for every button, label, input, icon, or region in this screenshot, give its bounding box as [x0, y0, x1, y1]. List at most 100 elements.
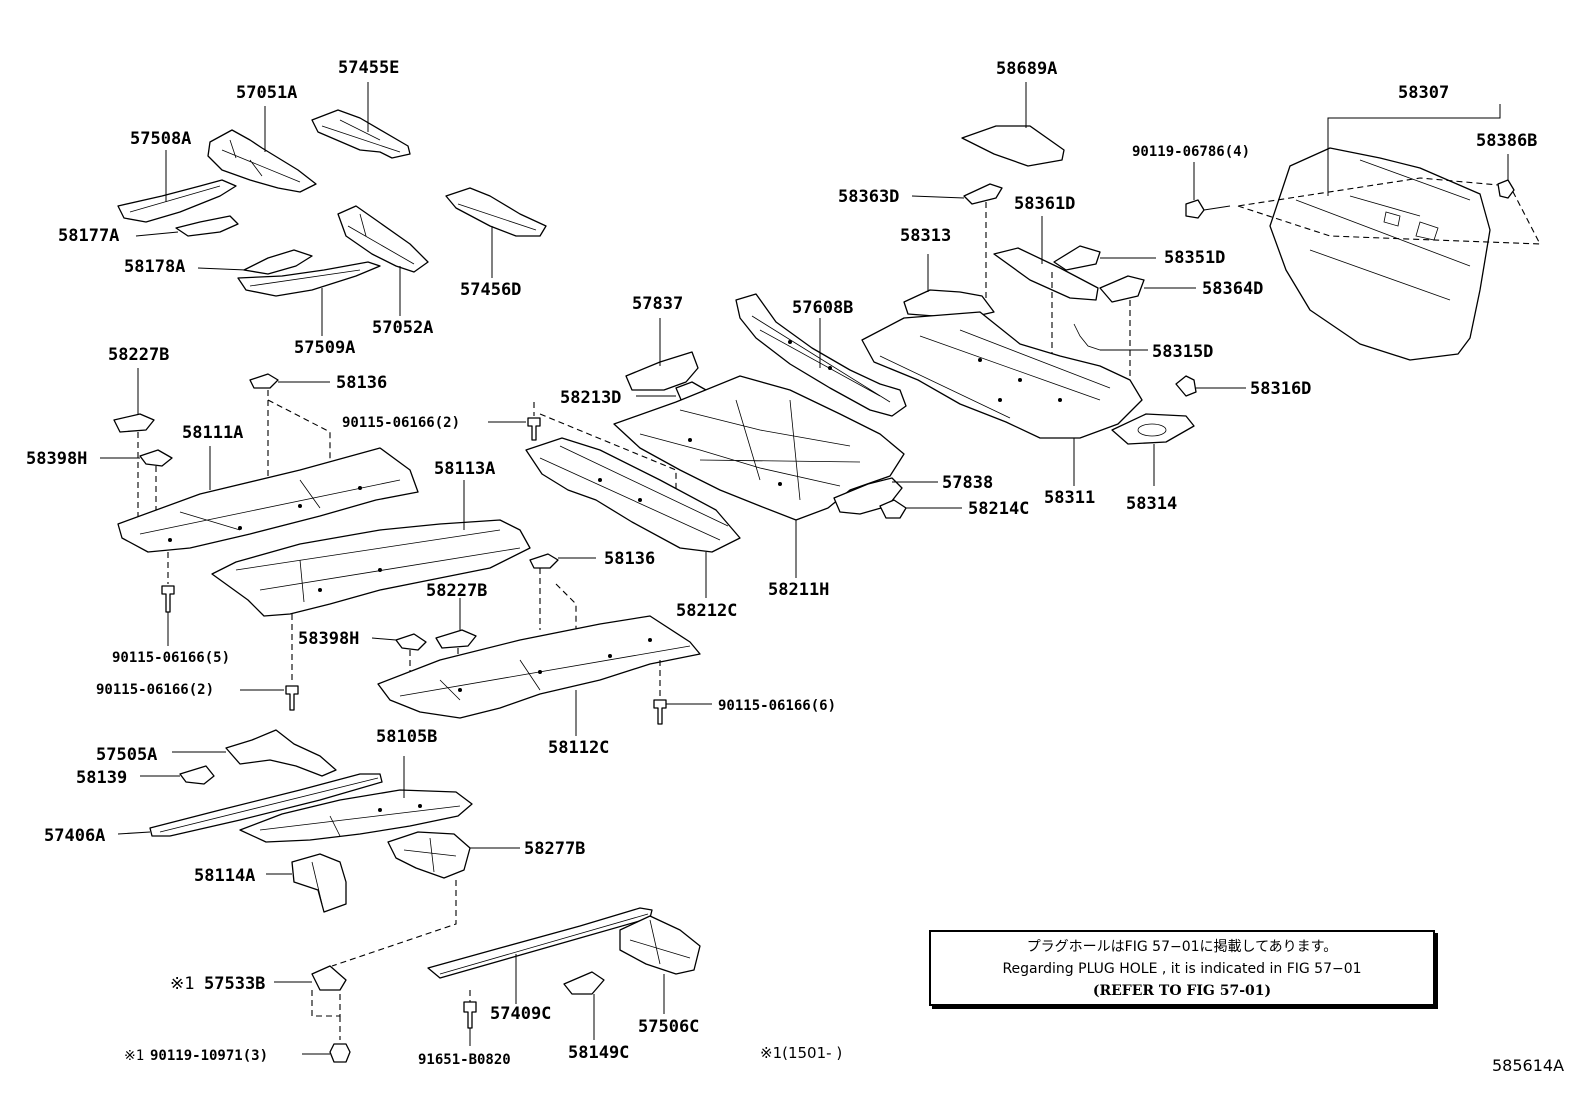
label-58386B: 58386B [1476, 131, 1537, 151]
part-58313 [903, 254, 995, 319]
note-line-ref: (REFER TO FIG 57-01) [1092, 983, 1272, 999]
label-90119-10971: 90119-10971(3) [150, 1048, 268, 1064]
mark-57533B: ※1 [170, 974, 194, 994]
part-57409C [427, 907, 653, 1004]
part-58113A [211, 480, 531, 680]
part-58212C [525, 437, 741, 598]
part-58114A [266, 853, 347, 913]
label-58363D: 58363D [838, 187, 899, 207]
part-58227B-a [113, 368, 155, 528]
label-57052A: 57052A [372, 318, 433, 338]
label-58361D: 58361D [1014, 194, 1075, 214]
part-57508A [117, 150, 237, 223]
label-58277B: 58277B [524, 839, 585, 859]
label-57051A: 57051A [236, 83, 297, 103]
label-58177A: 58177A [58, 226, 119, 246]
label-58136-a: 58136 [336, 373, 387, 393]
part-58178A [197, 249, 313, 275]
part-58351D [1053, 245, 1156, 271]
label-58139: 58139 [76, 768, 127, 788]
bolt-90115-06166-2a [488, 402, 541, 441]
label-58136-b: 58136 [604, 549, 655, 569]
part-57406A [117, 773, 383, 837]
label-58398H-b: 58398H [298, 629, 359, 649]
label-90115-06166-5: 90115-06166(5) [112, 650, 230, 666]
part-58277B [331, 831, 520, 967]
label-58351D: 58351D [1164, 248, 1225, 268]
label-58149C: 58149C [568, 1043, 629, 1063]
part-57456D [445, 187, 547, 278]
bolt-90119-06786 [1185, 162, 1231, 219]
label-58214C: 58214C [968, 499, 1029, 519]
label-90119-06786: 90119-06786(4) [1132, 144, 1250, 160]
note-line-jp: プラグホールはFIG 57−01に掲載してあります。 [1026, 939, 1338, 955]
bolt-90115-06166-6 [653, 660, 712, 725]
label-57509A: 57509A [294, 338, 355, 358]
part-57837 [625, 318, 699, 391]
label-90115-06166-2b: 90115-06166(2) [96, 682, 214, 698]
label-58311: 58311 [1044, 488, 1095, 508]
label-58212C: 58212C [676, 601, 737, 621]
part-57506C [619, 915, 701, 1014]
part-58112C [377, 615, 701, 736]
label-57455E: 57455E [338, 58, 399, 78]
label-57508A: 57508A [130, 129, 191, 149]
note-line-en: Regarding PLUG HOLE , it is indicated in… [1002, 961, 1362, 977]
part-57505A [172, 729, 337, 777]
label-58227B-b: 58227B [426, 581, 487, 601]
label-57506C: 57506C [638, 1017, 699, 1037]
bolt-90115-06166-2b [240, 685, 299, 711]
label-90115-06166-2a: 90115-06166(2) [342, 415, 460, 431]
part-58314 [1111, 413, 1195, 486]
label-58105B: 58105B [376, 727, 437, 747]
label-58211H: 58211H [768, 580, 829, 600]
label-58213D: 58213D [560, 388, 621, 408]
part-57533B [274, 965, 347, 1040]
part-58316D [1175, 375, 1246, 397]
label-58227B-a: 58227B [108, 345, 169, 365]
bolt-90119-10971 [302, 1043, 351, 1063]
label-57608B: 57608B [792, 298, 853, 318]
part-57509A [237, 261, 381, 336]
bolt-90115-06166-5 [161, 552, 175, 646]
part-58211H [613, 375, 905, 578]
part-58363D [911, 183, 1003, 310]
label-58398H-a: 58398H [26, 449, 87, 469]
label-58313: 58313 [900, 226, 951, 246]
part-58386B [1497, 154, 1515, 199]
part-58214C [879, 499, 962, 519]
part-57455E [311, 82, 411, 159]
label-58316D: 58316D [1250, 379, 1311, 399]
label-58113A: 58113A [434, 459, 495, 479]
label-91651-B0820: 91651-B0820 [418, 1052, 511, 1068]
label-58307: 58307 [1398, 83, 1449, 103]
label-57838: 57838 [942, 473, 993, 493]
label-57456D: 57456D [460, 280, 521, 300]
footnote-range: ※1(1501- ) [760, 1044, 843, 1062]
label-58114A: 58114A [194, 866, 255, 886]
label-58689A: 58689A [996, 59, 1057, 79]
label-57533B: 57533B [204, 974, 265, 994]
label-90115-06166-6: 90115-06166(6) [718, 698, 836, 714]
part-58105B [239, 756, 473, 843]
figure-id: 585614A [1492, 1056, 1565, 1075]
label-58112C: 58112C [548, 738, 609, 758]
part-57051A [207, 106, 317, 193]
label-57505A: 57505A [96, 745, 157, 765]
part-58139 [140, 765, 215, 785]
label-58314: 58314 [1126, 494, 1177, 514]
label-58178A: 58178A [124, 257, 185, 277]
part-58177A [135, 215, 239, 237]
part-57608B [735, 293, 907, 417]
part-58315D [1073, 323, 1148, 351]
part-58361D [993, 216, 1099, 402]
mark-90119-10971: ※1 [124, 1048, 144, 1064]
part-58311 [861, 311, 1143, 486]
label-57837: 57837 [632, 294, 683, 314]
part-58307 [1237, 104, 1541, 361]
label-58364D: 58364D [1202, 279, 1263, 299]
bolt-91651-B0820 [463, 990, 477, 1046]
part-58111A [117, 446, 419, 553]
label-57409C: 57409C [490, 1004, 551, 1024]
